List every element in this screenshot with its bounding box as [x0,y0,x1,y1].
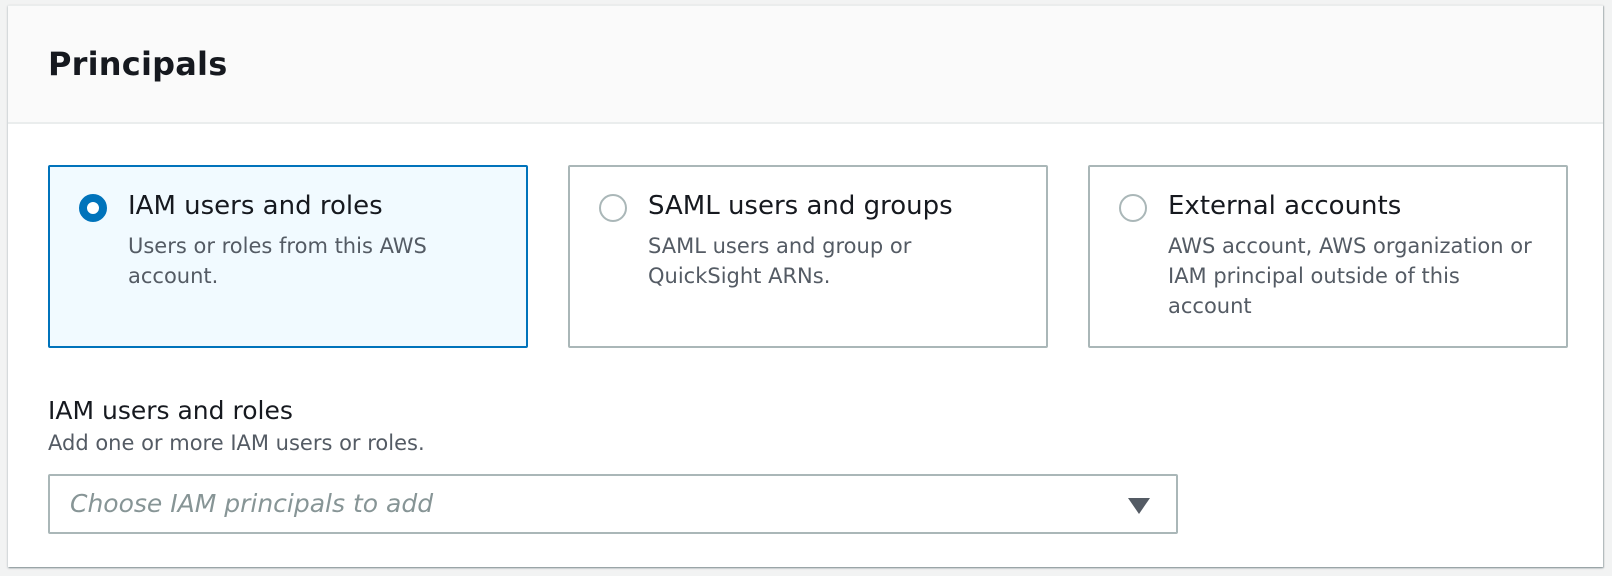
tile-title: SAML users and groups [648,191,953,221]
select-placeholder: Choose IAM principals to add [70,489,434,518]
principal-type-tiles: IAM users and roles Users or roles from … [48,165,1568,348]
radio-checked-icon[interactable] [79,194,107,222]
tile-title: IAM users and roles [128,191,383,221]
principals-panel: Principals IAM users and roles Users or … [8,5,1603,567]
panel-header: Principals [8,6,1603,124]
field-label: IAM users and roles [48,396,293,425]
caret-down-icon[interactable] [1128,498,1150,514]
iam-principals-field: IAM users and roles Add one or more IAM … [48,396,425,455]
radio-unchecked-icon[interactable] [1119,194,1147,222]
tile-saml-users-and-groups[interactable]: SAML users and groups SAML users and gro… [568,165,1048,348]
panel-title: Principals [48,45,228,83]
tile-description: Users or roles from this AWS account. [128,234,427,288]
tile-external-accounts[interactable]: External accounts AWS account, AWS organ… [1088,165,1568,348]
iam-principals-select[interactable]: Choose IAM principals to add [48,474,1178,534]
field-description: Add one or more IAM users or roles. [48,431,425,455]
radio-unchecked-icon[interactable] [599,194,627,222]
tile-iam-users-and-roles[interactable]: IAM users and roles Users or roles from … [48,165,528,348]
tile-description: AWS account, AWS organization or IAM pri… [1168,234,1532,318]
tile-description: SAML users and group or QuickSight ARNs. [648,234,912,288]
tile-title: External accounts [1168,191,1402,221]
